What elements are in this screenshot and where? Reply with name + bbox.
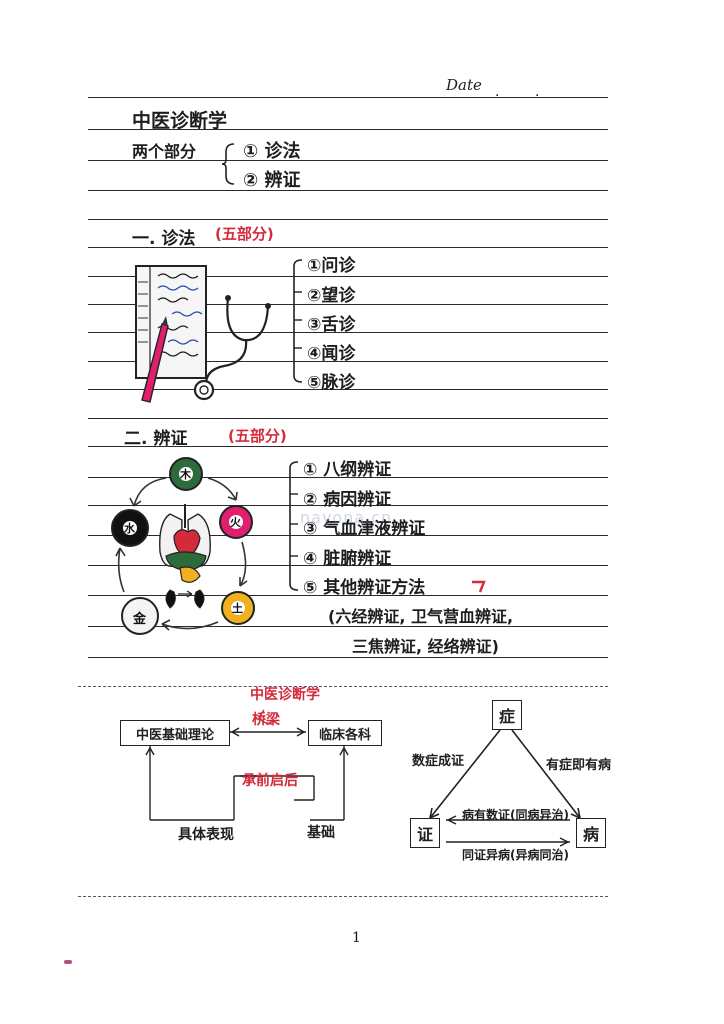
clinical-subjects-box: 临床各科	[308, 720, 382, 746]
triangle-left-edge-label: 数症成证	[412, 754, 465, 769]
rule-line	[88, 626, 608, 627]
rule-line	[88, 129, 608, 130]
dashed-line	[78, 686, 608, 687]
parts-item-pattern-differentiation: ② 辨证	[243, 170, 301, 191]
symptom-pattern-disease-triangle	[429, 729, 581, 847]
element-earth-label: 土	[232, 602, 243, 615]
dashed-line	[78, 896, 608, 897]
rule-line	[88, 477, 608, 478]
bridge-label-bridge: 桥梁	[252, 712, 280, 728]
bridge-label-top: 中医诊断学	[250, 687, 320, 703]
page-title: 中医诊断学	[132, 110, 228, 132]
element-metal-label: 金	[133, 612, 147, 627]
symptom-box: 症	[492, 700, 522, 730]
rule-line	[88, 332, 608, 333]
rule-line	[88, 219, 608, 220]
bridge-middle-label: 承前启后	[242, 773, 298, 789]
section2-item-etiology: ② 病因辨证	[303, 490, 392, 510]
parts-label: 两个部分	[132, 142, 197, 161]
element-fire-label: 火	[230, 516, 241, 529]
rule-line	[88, 505, 608, 506]
section2-heading: 二. 辨证	[124, 429, 188, 449]
bridge-right-bottom-label: 基础	[307, 825, 335, 841]
corner-mark-icon	[64, 960, 72, 964]
rule-line	[88, 276, 608, 277]
rule-line	[88, 247, 608, 248]
section2-item-eight-principles: ① 八纲辨证	[303, 460, 392, 480]
triangle-lower-line-label: 同证异病(异病同治)	[462, 848, 569, 862]
pattern-box: 证	[410, 818, 440, 848]
section1-note: (五部分)	[215, 225, 274, 243]
rule-line	[88, 565, 608, 566]
section1-heading: 一. 诊法	[132, 229, 196, 249]
section2-note: (五部分)	[228, 427, 287, 445]
section2-sub-line-2: 三焦辨证, 经络辨证)	[352, 637, 499, 656]
element-water-label: 水	[124, 522, 135, 535]
bridge-left-bottom-label: 具体表现	[178, 827, 234, 843]
section2-bracket	[289, 461, 299, 591]
section2-item-other-methods: ⑤ 其他辨证方法	[303, 578, 426, 598]
rule-line	[88, 446, 608, 447]
section2-item-qi-blood-fluid: ③ 气血津液辨证	[303, 519, 426, 539]
section1-item-inspection: ②望诊	[307, 286, 356, 306]
rule-line	[88, 657, 608, 658]
section1-item-tongue: ③舌诊	[307, 315, 356, 335]
parts-brace	[221, 143, 235, 185]
bridge-arrows	[145, 709, 349, 821]
watermark: nayona.cn	[300, 508, 393, 527]
section1-item-listening: ④闻诊	[307, 344, 356, 364]
rule-line	[88, 361, 608, 362]
rule-line	[88, 418, 608, 419]
section2-item-zang-fu: ④ 脏腑辨证	[303, 549, 392, 569]
rule-line	[88, 595, 608, 596]
triangle-upper-line-label: 病有数证(同病异治)	[462, 808, 569, 822]
date-label: Date	[446, 76, 482, 94]
disease-box: 病	[576, 818, 606, 848]
rule-line	[88, 389, 608, 390]
notebook-stethoscope-illustration	[135, 265, 271, 403]
section1-bracket	[293, 259, 303, 383]
rule-line	[88, 304, 608, 305]
rule-line	[88, 97, 608, 98]
rule-line	[88, 535, 608, 536]
triangle-right-edge-label: 有症即有病	[546, 758, 612, 773]
section2-sub-line-1: (六经辨证, 卫气营血辨证,	[328, 607, 514, 626]
rule-line	[88, 160, 608, 161]
section1-item-pulse: ⑤脉诊	[307, 373, 356, 393]
basic-theory-box: 中医基础理论	[120, 720, 230, 746]
page-number: 1	[352, 930, 361, 946]
rule-line	[88, 190, 608, 191]
element-wood-label: 木	[180, 468, 191, 481]
date-dots: . .	[495, 84, 540, 100]
section1-item-inquiry: ①问诊	[307, 256, 356, 276]
five-elements-diagram	[111, 457, 255, 635]
red-arrow-icon	[472, 580, 486, 593]
parts-item-diagnosis-methods: ① 诊法	[243, 141, 301, 162]
